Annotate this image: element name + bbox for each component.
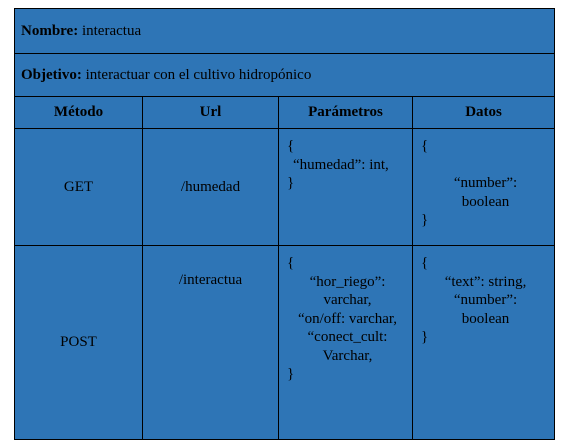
url-cell: /humedad: [142, 128, 279, 246]
params-line: “hor_riego”:: [309, 273, 386, 290]
data-line: }: [421, 212, 429, 228]
params-line: “humedad”: int,: [293, 156, 389, 173]
params-line: {: [287, 138, 295, 154]
objective-label: Objetivo:: [21, 66, 82, 83]
column-header-params: Parámetros: [278, 96, 413, 129]
table-row-get: GET /humedad { “humedad”: int, } { “numb…: [14, 128, 556, 246]
data-line: {: [421, 255, 429, 271]
name-cell: Nombre: interactua: [13, 8, 556, 54]
method-cell: GET: [14, 128, 143, 246]
data-line: {: [421, 138, 429, 154]
data-line: “number”:: [453, 175, 518, 191]
params-cell: { “hor_riego”: varchar, “on/off: varchar…: [278, 245, 413, 440]
data-spacer: [421, 156, 550, 175]
params-line: {: [287, 255, 295, 271]
column-header-method: Método: [14, 96, 143, 129]
column-header-row: Método Url Parámetros Datos: [14, 96, 556, 129]
data-line: }: [421, 329, 429, 345]
title-row: Nombre: interactua: [13, 8, 556, 54]
data-line: “number”:: [453, 292, 518, 308]
column-header-url: Url: [142, 96, 279, 129]
table-row-post: POST /interactua { “hor_riego”: varchar,…: [14, 245, 556, 440]
params-line: }: [287, 175, 295, 191]
params-line: “conect_cult:: [307, 329, 388, 345]
data-cell: { “text”: string, “number”: boolean }: [411, 245, 556, 440]
data-line: boolean: [461, 193, 510, 210]
objective-row: Objetivo: interactuar con el cultivo hid…: [13, 53, 556, 97]
name-value: interactua: [78, 22, 142, 39]
data-line: “text”: string,: [444, 273, 527, 290]
objective-value: interactuar con el cultivo hidropónico: [81, 66, 312, 83]
api-spec-table: Nombre: interactua Objetivo: interactuar…: [13, 8, 556, 440]
params-line: varchar,: [323, 292, 372, 308]
column-header-data: Datos: [411, 96, 556, 129]
method-cell: POST: [14, 245, 143, 440]
name-label: Nombre:: [21, 22, 79, 39]
params-line: “on/off: varchar,: [297, 310, 398, 327]
data-line: boolean: [461, 310, 510, 327]
objective-cell: Objetivo: interactuar con el cultivo hid…: [13, 53, 556, 97]
data-cell: { “number”: boolean }: [411, 128, 556, 246]
params-line: }: [287, 366, 295, 382]
params-cell: { “humedad”: int, }: [278, 128, 413, 246]
params-line: Varchar,: [322, 347, 373, 364]
url-cell: /interactua: [142, 245, 279, 440]
